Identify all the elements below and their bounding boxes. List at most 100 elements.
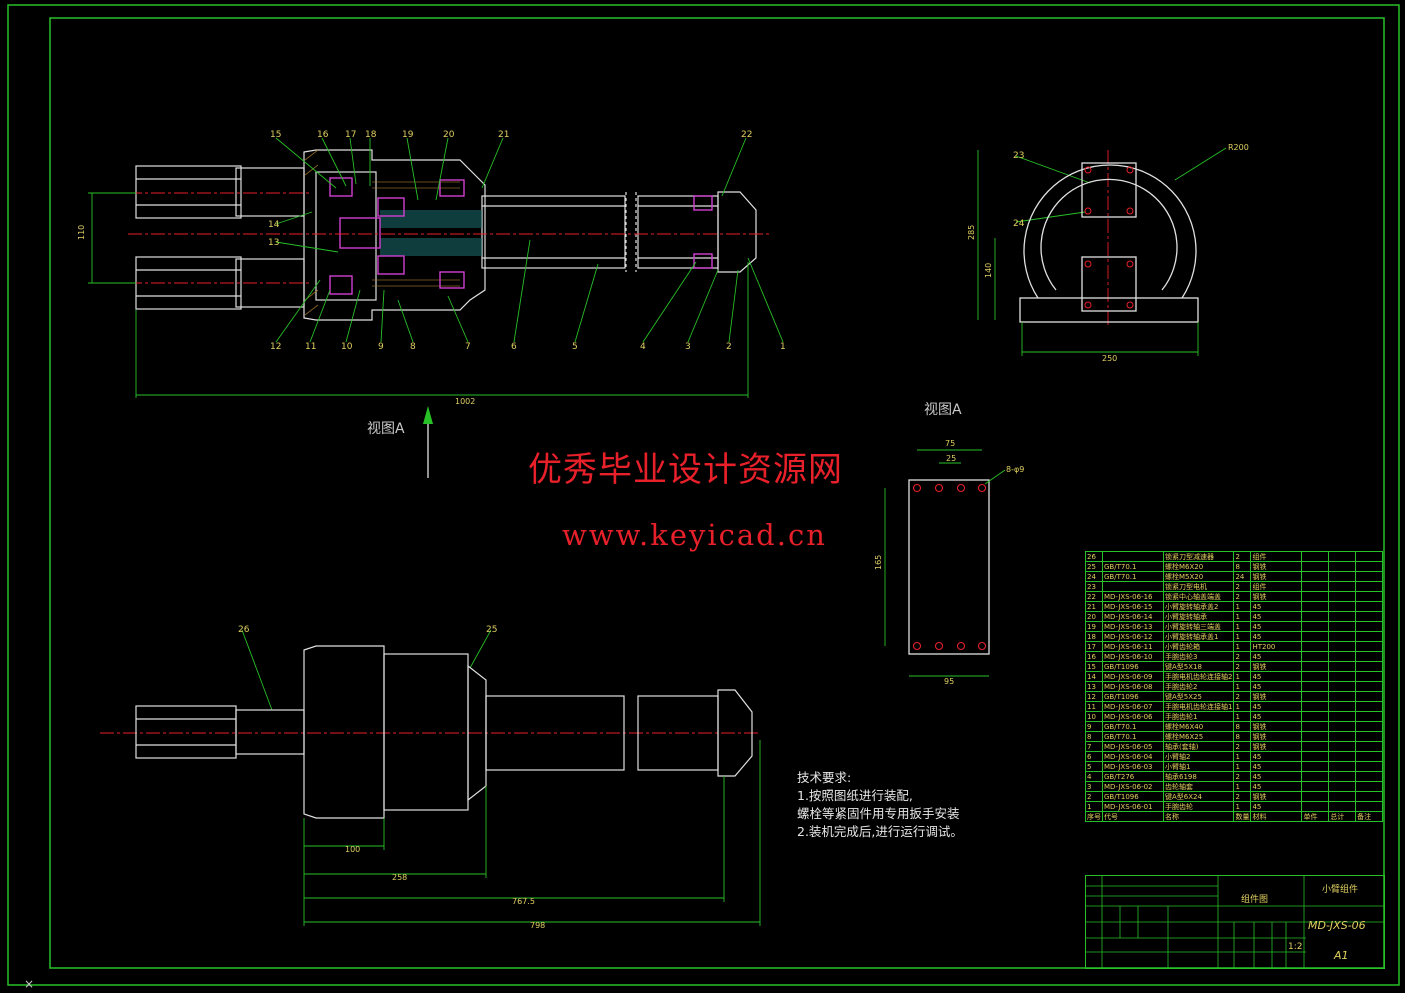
svg-text:2: 2	[726, 342, 732, 352]
bom-cell: GB/T276	[1102, 771, 1164, 782]
bom-cell	[1355, 721, 1383, 732]
bom-cell	[1301, 631, 1330, 642]
bom-cell: 1	[1233, 641, 1252, 652]
bom-cell: 8	[1233, 721, 1252, 732]
bom-cell: 螺栓M6X20	[1162, 561, 1235, 572]
bom-cell: MD-JXS-06-04	[1102, 751, 1164, 762]
bom-cell: 小臂旋转轴承盖2	[1162, 601, 1235, 612]
title-block: 组件图 小臂组件 MD-JXS-06 1:2 A1	[1085, 875, 1385, 969]
bom-cell	[1102, 551, 1164, 562]
bom-cell: 45	[1250, 801, 1303, 812]
bom-cell: MD-JXS-06-10	[1102, 651, 1164, 662]
bom-cell: 钢铁	[1250, 731, 1303, 742]
bom-header-cell: 数量	[1233, 811, 1252, 822]
bom-header-cell: 单件	[1301, 811, 1330, 822]
bom-cell: 手腕电机齿轮连接轴2	[1162, 671, 1235, 682]
bom-cell: 17	[1085, 641, 1103, 652]
bom-cell: 4	[1085, 771, 1103, 782]
bom-cell: 45	[1250, 631, 1303, 642]
bom-cell	[1328, 761, 1357, 772]
bom-cell: 8	[1233, 731, 1252, 742]
bom-cell	[1355, 581, 1383, 592]
bom-cell: 小臂旋转轴承	[1162, 611, 1235, 622]
technical-requirements: 技术要求: 1.按照图纸进行装配, 螺栓等紧固件用专用扳手安装 2.装机完成后,…	[797, 769, 963, 841]
tech-line: 螺栓等紧固件用专用扳手安装	[797, 806, 960, 821]
bom-cell: 手腕齿轮	[1162, 801, 1235, 812]
bom-cell: 2	[1233, 771, 1252, 782]
svg-text:165: 165	[874, 555, 883, 570]
bom-cell	[1301, 711, 1330, 722]
bom-cell: 45	[1250, 651, 1303, 662]
bom-cell	[1301, 621, 1330, 632]
bom-cell	[1328, 661, 1357, 672]
leader-lines	[241, 137, 1091, 711]
bom-cell	[1301, 581, 1330, 592]
bom-cell: 螺栓M6X40	[1162, 721, 1235, 732]
svg-text:110: 110	[77, 225, 86, 240]
bom-cell: GB/T1096	[1102, 661, 1164, 672]
bom-cell: 钢铁	[1250, 661, 1303, 672]
bom-cell	[1355, 661, 1383, 672]
end-view	[1019, 162, 1199, 323]
bom-cell: 45	[1250, 761, 1303, 772]
bom-cell	[1328, 671, 1357, 682]
svg-text:5: 5	[572, 342, 578, 352]
bom-cell	[1328, 561, 1357, 572]
bom-cell	[1355, 641, 1383, 652]
bom-cell: 1	[1233, 781, 1252, 792]
svg-text:R200: R200	[1228, 143, 1249, 152]
bom-header-row: 序号 代号 名称 数量 材料 单件 总计 备注	[1085, 811, 1383, 822]
bom-cell: MD-JXS-06-01	[1102, 801, 1164, 812]
bom-cell: 钢铁	[1250, 741, 1303, 752]
svg-text:95: 95	[944, 677, 954, 686]
bom-cell	[1301, 641, 1330, 652]
bom-cell: 11	[1085, 701, 1103, 712]
bom-header-cell: 代号	[1102, 811, 1164, 822]
bom-cell	[1301, 691, 1330, 702]
bom-cell	[1355, 551, 1383, 562]
svg-text:20: 20	[443, 130, 455, 140]
bom-cell	[1355, 601, 1383, 612]
bom-cell	[1301, 771, 1330, 782]
bom-cell	[1355, 671, 1383, 682]
bom-cell: 2	[1233, 551, 1252, 562]
bom-cell: GB/T1096	[1102, 791, 1164, 802]
bom-cell	[1301, 671, 1330, 682]
bom-cell	[1355, 651, 1383, 662]
bom-cell	[1301, 751, 1330, 762]
bom-cell: 轴承6198	[1162, 771, 1235, 782]
bom-cell: 45	[1250, 681, 1303, 692]
bom-cell: 钢铁	[1250, 691, 1303, 702]
bom-cell: 2	[1233, 581, 1252, 592]
bom-cell: 键A型5X25	[1162, 691, 1235, 702]
bom-cell: 22	[1085, 591, 1103, 602]
bom-cell: HT200	[1250, 641, 1303, 652]
svg-text:767.5: 767.5	[512, 897, 535, 906]
bom-cell: 20	[1085, 611, 1103, 622]
bom-cell	[1328, 771, 1357, 782]
bom-cell: 1	[1233, 801, 1252, 812]
bom-cell: 轴承(套轴)	[1162, 741, 1235, 752]
bom-cell	[1355, 751, 1383, 762]
bom-cell: GB/T1096	[1102, 691, 1164, 702]
bom-cell	[1301, 591, 1330, 602]
bom-cell: 45	[1250, 601, 1303, 612]
tech-line: 2.装机完成后,进行运行调试。	[797, 824, 963, 839]
bom-cell: 45	[1250, 781, 1303, 792]
svg-text:18: 18	[365, 130, 377, 140]
bom-cell: MD-JXS-06-11	[1102, 641, 1164, 652]
bom-cell: 钢铁	[1250, 561, 1303, 572]
svg-text:1002: 1002	[455, 397, 475, 406]
bom-cell	[1355, 741, 1383, 752]
svg-text:14: 14	[268, 220, 280, 230]
bom-cell: GB/T70.1	[1102, 561, 1164, 572]
